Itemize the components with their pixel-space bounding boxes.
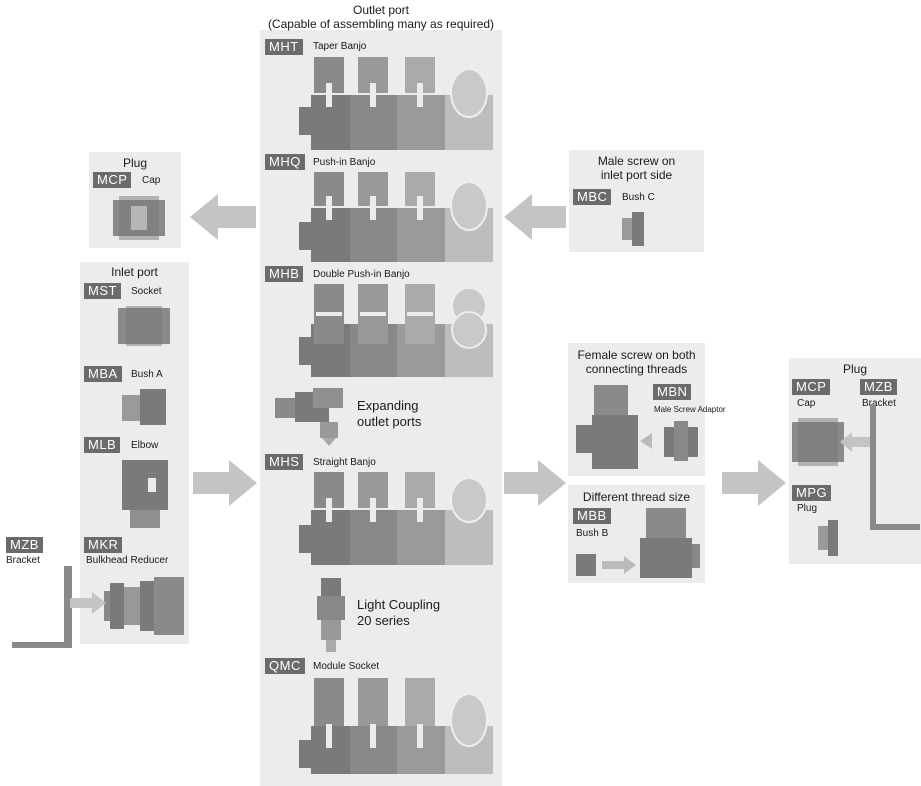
manifold-mhq-illustration <box>299 172 493 262</box>
inlet-code-mlb: MLB <box>84 437 121 453</box>
arrow-adaptors-to-plug <box>722 460 786 506</box>
manifold-mht-illustration <box>299 57 493 150</box>
female-screw-code: MBN <box>653 384 692 400</box>
plug-right-cap-code: MCP <box>792 379 831 395</box>
arrow-to-plug-left <box>190 194 256 240</box>
thread-size-name: Bush B <box>576 528 609 539</box>
light-coupling-illustration <box>317 578 345 652</box>
outlet-name-mhq: Push-in Banjo <box>313 157 376 168</box>
inlet-name-mkr: Bulkhead Reducer <box>86 555 169 566</box>
plug-right-bracket-illustration <box>870 404 920 530</box>
male-screw-adaptor-illustration <box>576 385 698 469</box>
plug-right-plug-name: Plug <box>797 503 818 514</box>
inlet-name-mba: Bush A <box>131 369 163 380</box>
thread-size-code: MBB <box>573 508 611 524</box>
arrow-outlet-to-adaptors <box>504 460 566 506</box>
arrow-inlet-to-outlet <box>193 460 257 506</box>
female-screw-name: Male Screw Adaptor <box>654 405 726 414</box>
outlet-title-line2: (Capable of assembling many as required) <box>267 17 495 31</box>
outlet-title-line1: Outlet port <box>352 3 410 17</box>
expanding-fitting-illustration <box>275 388 343 446</box>
plug-right-plug-code: MPG <box>792 485 832 501</box>
inlet-name-mst: Socket <box>131 286 162 297</box>
inlet-code-mkr: MKR <box>84 537 123 553</box>
inlet-title: Inlet port <box>111 265 158 279</box>
plug-right-title: Plug <box>842 362 868 376</box>
plug-right-bracket-name: Bracket <box>862 398 896 409</box>
manifold-mhs-illustration <box>299 472 493 565</box>
male-screw-code: MBC <box>573 189 612 205</box>
outlet-code-mhq: MHQ <box>265 154 305 170</box>
bulkhead-reducer-illustration <box>104 577 184 635</box>
coupling-label: Light Coupling 20 series <box>357 597 441 628</box>
arrow-from-male-screw <box>504 194 566 240</box>
bracket-left-name: Bracket <box>6 555 40 566</box>
expanding-label: Expanding outlet ports <box>357 398 422 429</box>
plug-left-name: Cap <box>142 175 161 186</box>
outlet-code-mhs: MHS <box>265 454 304 470</box>
plug-right-cap-illustration <box>792 418 844 466</box>
plug-right-plug-illustration <box>818 520 838 556</box>
manifold-mhb-illustration <box>299 284 493 377</box>
thread-size-title: Different thread size <box>582 490 691 504</box>
outlet-name-mht: Taper Banjo <box>313 41 367 52</box>
bracket-left-arrow <box>70 592 106 614</box>
bracket-left-illustration <box>12 566 72 648</box>
male-screw-name: Bush C <box>622 192 655 203</box>
inlet-code-mba: MBA <box>84 366 122 382</box>
socket-illustration <box>118 306 170 346</box>
plug-right-bracket-code: MZB <box>860 379 897 395</box>
bush-b-illustration <box>576 508 700 578</box>
bracket-left-code: MZB <box>6 537 43 553</box>
plug-left-code: MCP <box>93 172 132 188</box>
female-screw-title: Female screw on both connecting threads <box>577 348 696 376</box>
inlet-name-mlb: Elbow <box>131 440 159 451</box>
male-screw-title: Male screw on inlet port side <box>597 154 676 182</box>
manifold-qmc-illustration <box>299 678 493 774</box>
outlet-title: Outlet port (Capable of assembling many … <box>240 3 522 31</box>
outlet-code-qmc: QMC <box>265 658 305 674</box>
outlet-name-qmc: Module Socket <box>313 661 380 672</box>
outlet-code-mht: MHT <box>265 39 303 55</box>
plug-left-title: Plug <box>122 156 148 170</box>
elbow-illustration <box>122 460 168 528</box>
plug-right-cap-name: Cap <box>797 398 816 409</box>
outlet-code-mhb: MHB <box>265 266 304 282</box>
cap-illustration <box>113 196 165 240</box>
outlet-name-mhb: Double Push-in Banjo <box>313 269 410 280</box>
bush-c-illustration <box>622 212 644 246</box>
plug-right-bracket-arrow <box>840 432 870 452</box>
bush-a-illustration <box>122 389 166 425</box>
inlet-code-mst: MST <box>84 283 121 299</box>
outlet-name-mhs: Straight Banjo <box>313 457 376 468</box>
